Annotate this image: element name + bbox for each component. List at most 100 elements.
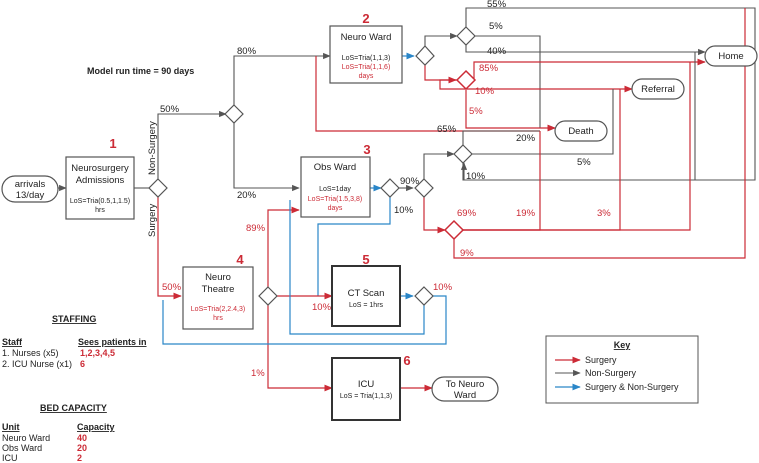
death-node: Death [554, 120, 608, 142]
pct-nw-55: 55% [487, 0, 507, 10]
edge-d10-icu [267, 305, 333, 392]
edge-d3-d5 [424, 65, 457, 84]
pct-obs-9: 9% [460, 248, 474, 259]
bed-capacity-row-capacity: 40 [77, 433, 87, 443]
icu-los: LoS = Tria(1,1,3) [340, 393, 392, 400]
bed-capacity-title: BED CAPACITY [40, 403, 107, 413]
referral-node: Referral [631, 78, 685, 100]
pct-nw-85: 85% [479, 63, 499, 74]
pct-theatre-to-ct: 10% [312, 302, 332, 313]
decision-obs-ward-type [414, 178, 434, 198]
pct-nw-5-red: 5% [469, 106, 483, 117]
admissions-los-unit: hrs [95, 207, 105, 214]
legend-item-non-surgery: Non-Surgery [585, 368, 637, 378]
pct-obs-3: 3% [597, 208, 611, 219]
ct-scan-node: 5 CT Scan LoS = 1hrs [331, 252, 401, 327]
obs-ward-node: 3 Obs Ward LoS=1day LoS=Tria(1.5,3,8) da… [300, 142, 371, 218]
admissions-number: 1 [109, 136, 116, 151]
obs-ward-los-unit: days [328, 205, 343, 212]
decision-neuro-ward-type [415, 45, 435, 66]
bed-capacity-row-unit: ICU [2, 453, 18, 463]
edge-d1-d2 [157, 110, 227, 179]
neuro-theatre-title-2: Theatre [202, 284, 235, 295]
neuro-ward-los-1: LoS=Tria(1,1,3) [342, 55, 391, 62]
staffing-row-sees: 6 [80, 359, 85, 369]
staffing-row-sees: 1,2,3,4,5 [80, 348, 115, 358]
home-label: Home [718, 51, 743, 62]
staffing-col-staff: Staff [2, 337, 23, 347]
to-neuro-ward-node: To Neuro Ward [431, 376, 499, 402]
run-time-label: Model run time = 90 days [87, 66, 194, 76]
neuro-theatre-number: 4 [236, 252, 244, 267]
edge-d11-obs [289, 200, 425, 335]
pct-theatre-to-icu: 1% [251, 368, 265, 379]
staffing-row-staff: 1. Nurses (x5) [2, 348, 59, 358]
pct-ct-out: 10% [433, 282, 453, 293]
bed-capacity-row-unit: Neuro Ward [2, 433, 50, 443]
pct-nw-5: 5% [489, 21, 503, 32]
pct-obs-5: 5% [577, 157, 591, 168]
neuro-ward-los-2: LoS=Tria(1,1,6) [342, 64, 391, 71]
obs-ward-los-1: LoS=1day [319, 186, 351, 193]
pct-non-surgery: 50% [160, 104, 180, 115]
bed-capacity-col-capacity: Capacity [77, 422, 115, 432]
admissions-title-1: Neurosurgery [71, 163, 129, 174]
decision-obs-ward-ct [380, 178, 400, 198]
staffing-col-sees: Sees patients in [78, 337, 147, 347]
edge-d2-neuroward [233, 52, 331, 105]
bed-capacity-col-unit: Unit [2, 422, 20, 432]
decision-obs-non-surgery-outcome [453, 144, 473, 164]
decision-non-surgery-ward [224, 104, 244, 124]
pct-to-obs-ward: 20% [237, 190, 257, 201]
legend-title: Key [614, 340, 631, 350]
edge-d10-obsward [267, 206, 300, 287]
admissions-title-2: Admissions [76, 175, 125, 186]
admissions-los: LoS=Tria(0.5,1,1.5) [70, 198, 130, 205]
death-label: Death [568, 126, 593, 137]
to-neuro-ward-label-2: Ward [454, 390, 476, 401]
home-node: Home [704, 45, 758, 67]
decision-neuro-ward-non-surgery-outcome [456, 26, 476, 46]
decision-theatre-route [258, 286, 278, 306]
staffing-row-staff: 2. ICU Nurse (x1) [2, 359, 72, 369]
neuro-ward-title: Neuro Ward [341, 32, 392, 43]
to-neuro-ward-label-1: To Neuro [446, 379, 485, 390]
bed-capacity-row-capacity: 20 [77, 443, 87, 453]
edge-d7-d8 [423, 150, 455, 179]
edge-d9-loop [453, 8, 746, 259]
arrivals-node: arrivals 13/day [1, 175, 59, 203]
pct-obs-19: 19% [516, 208, 536, 219]
referral-label: Referral [641, 84, 675, 95]
pct-obs-stay: 90% [400, 176, 420, 187]
bed-capacity-row-unit: Obs Ward [2, 443, 42, 453]
legend-frame [545, 335, 699, 404]
decision-obs-surgery-outcome [443, 219, 465, 241]
edge-d4-home [465, 45, 706, 56]
edge-d8-referral [472, 89, 614, 155]
percentage-labels: 50% 80% 20% 50% 89% 1% 10% 10% 90% 10% 5… [160, 0, 611, 379]
pct-obs-20: 20% [516, 133, 536, 144]
icu-number: 6 [403, 353, 410, 368]
pct-nw-10: 10% [475, 86, 495, 97]
edge-d7-d9 [423, 197, 446, 234]
ct-scan-title: CT Scan [348, 288, 385, 299]
pct-to-neuro-ward: 80% [237, 46, 257, 57]
pct-obs-to-ct: 10% [394, 205, 414, 216]
edge-d5-death [465, 90, 556, 132]
edge-d11-loop-back [162, 295, 447, 345]
pct-theatre-to-obs: 89% [246, 223, 266, 234]
ct-scan-number: 5 [362, 252, 369, 267]
pct-surgery: 50% [162, 282, 182, 293]
edge-d8-home [462, 52, 696, 181]
arrivals-rate: 13/day [16, 190, 45, 201]
surgery-route-label: Surgery [147, 203, 158, 237]
neuro-ward-number: 2 [362, 11, 369, 26]
legend-item-both: Surgery & Non-Surgery [585, 382, 679, 392]
neuro-ward-los-unit: days [359, 73, 374, 80]
connectors [58, 7, 756, 392]
decision-neuro-ward-surgery-outcome [455, 69, 477, 91]
pct-obs-10: 10% [466, 171, 486, 182]
obs-ward-title: Obs Ward [314, 162, 356, 173]
obs-ward-los-2: LoS=Tria(1.5,3,8) [308, 196, 362, 203]
legend: Key Surgery Non-Surgery Surgery & Non-Su… [545, 335, 699, 404]
